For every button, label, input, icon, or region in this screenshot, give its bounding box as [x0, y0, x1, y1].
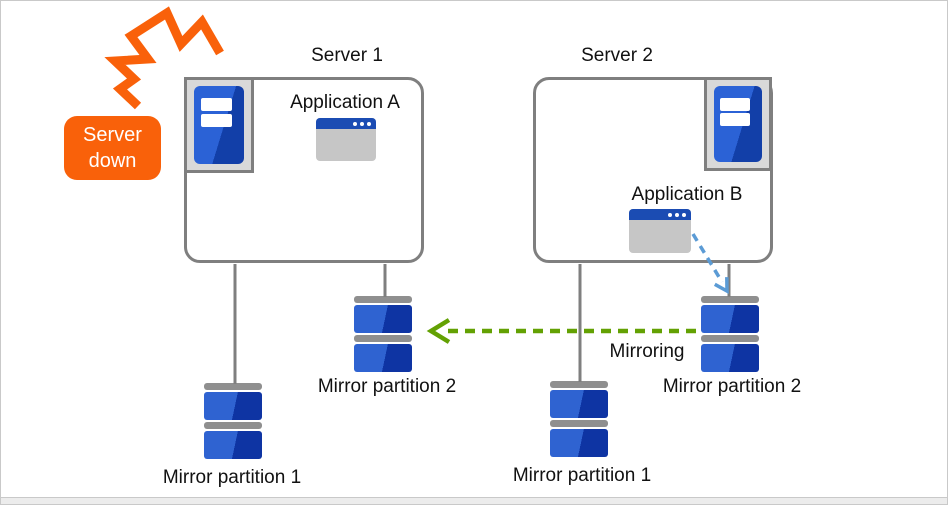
- s1-partition2-label: Mirror partition 2: [317, 376, 457, 397]
- window-dot-icon: [682, 212, 686, 217]
- window-dot-icon: [367, 121, 371, 126]
- blue-dashed-arrow-head: [713, 277, 729, 294]
- partition-block: [550, 390, 608, 418]
- mirroring-label: Mirroring: [609, 341, 685, 362]
- server-slot: [720, 113, 750, 127]
- application-b-label: Application B: [631, 184, 743, 205]
- application-window-titlebar: [629, 209, 691, 220]
- partition-divider: [701, 335, 759, 342]
- server2-title: Server 2: [581, 45, 653, 66]
- green-dashed-arrow-head: [426, 318, 451, 344]
- partition-block: [550, 429, 608, 457]
- disk-partition-icon: [701, 296, 759, 372]
- window-dot-icon: [668, 212, 672, 217]
- partition-divider: [354, 335, 412, 342]
- server-tower-body: [714, 86, 762, 162]
- window-dot-icon: [353, 121, 357, 126]
- partition-block: [354, 344, 412, 372]
- partition-divider: [550, 420, 608, 427]
- partition-cap: [701, 296, 759, 303]
- application-window-icon: [316, 118, 376, 161]
- server-tower-body: [194, 86, 244, 164]
- server-slot: [200, 98, 232, 112]
- partition-block: [701, 344, 759, 372]
- partition-block: [701, 305, 759, 333]
- partition-divider: [204, 422, 262, 429]
- partition-block: [204, 431, 262, 459]
- server-tower-icon: [184, 77, 254, 173]
- server-down-badge: Server down: [64, 116, 161, 180]
- server-slot: [720, 98, 750, 112]
- server-slot: [200, 114, 232, 128]
- disk-partition-icon: [354, 296, 412, 372]
- partition-cap: [204, 383, 262, 390]
- window-dot-icon: [360, 121, 364, 126]
- disk-partition-icon: [204, 383, 262, 459]
- window-dot-icon: [675, 212, 679, 217]
- partition-block: [204, 392, 262, 420]
- application-window-titlebar: [316, 118, 376, 129]
- application-window-icon: [629, 209, 691, 253]
- disk-partition-icon: [550, 381, 608, 457]
- s2-partition1-label: Mirror partition 1: [512, 465, 652, 486]
- application-a-label: Application A: [290, 92, 400, 113]
- s1-partition1-label: Mirror partition 1: [162, 467, 302, 488]
- server-tower-icon: [704, 77, 772, 171]
- partition-block: [354, 305, 412, 333]
- s2-partition2-label: Mirror partition 2: [662, 376, 802, 397]
- partition-cap: [354, 296, 412, 303]
- canvas-bottom-strip: [1, 497, 947, 504]
- partition-cap: [550, 381, 608, 388]
- server1-title: Server 1: [311, 45, 383, 66]
